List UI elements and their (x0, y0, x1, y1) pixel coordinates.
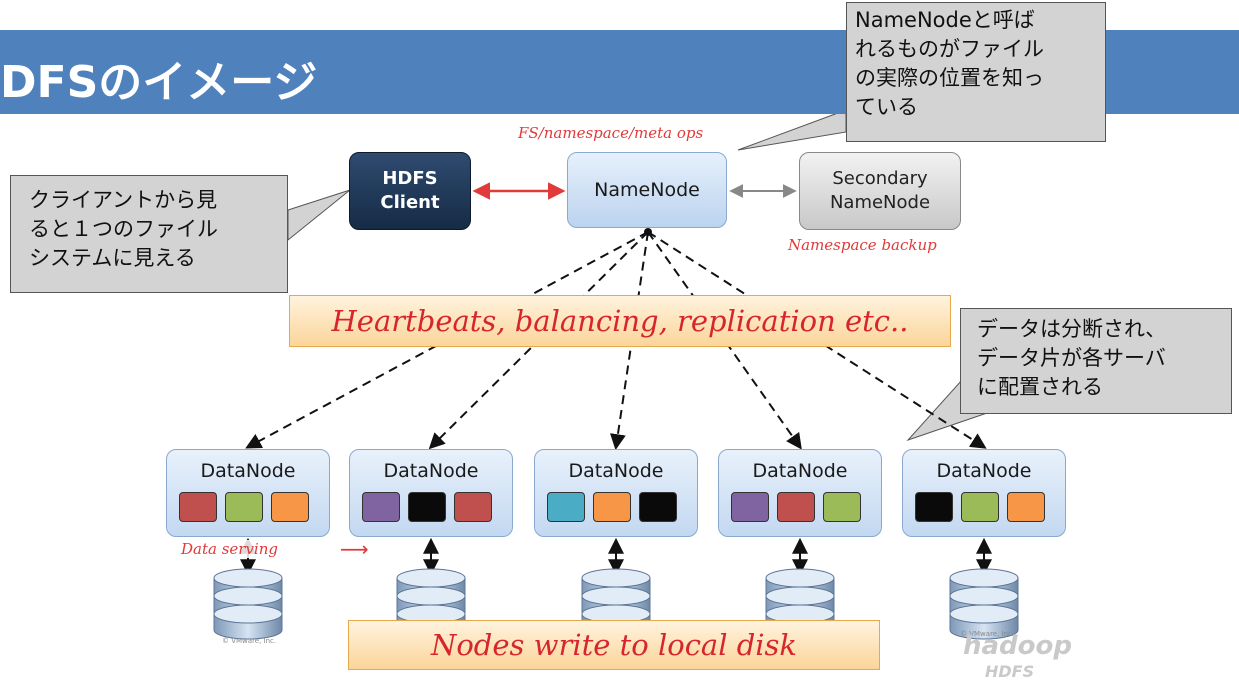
local-disk-band: Nodes write to local disk (348, 620, 880, 670)
data-block-purple (731, 492, 769, 522)
datanode-4[interactable]: DataNode (718, 449, 882, 537)
page-title: DFSのイメージ (0, 57, 318, 108)
data-block-black (408, 492, 446, 522)
datanode-label: DataNode (383, 460, 479, 482)
hadoop-logo-text: hadoop (963, 631, 1073, 661)
namenode-node[interactable]: NameNode (567, 152, 727, 228)
secondary-label-line1: Secondary (832, 168, 928, 189)
data-block-orange (593, 492, 631, 522)
vmware-watermark-2: © VMware, Inc. (960, 630, 1015, 638)
datanode-1[interactable]: DataNode (166, 449, 330, 537)
namenode-label: NameNode (594, 179, 700, 201)
data-blocks (362, 492, 492, 522)
data-block-red (777, 492, 815, 522)
data-blocks (547, 492, 677, 522)
hdfs-logo-text: HDFS (985, 662, 1035, 681)
disk-icon (765, 568, 835, 640)
vmware-watermark-1: © VMware, Inc. (222, 637, 277, 645)
callout-tail-client (287, 189, 351, 242)
datanode-label: DataNode (568, 460, 664, 482)
datanode-3[interactable]: DataNode (534, 449, 698, 537)
fs-namespace-label: FS/namespace/meta ops (518, 124, 704, 142)
data-block-teal (547, 492, 585, 522)
hdfs-client-node[interactable]: HDFS Client (349, 152, 471, 230)
secondary-namenode-node[interactable]: Secondary NameNode (799, 152, 961, 230)
namenode-hub-dot (644, 228, 652, 236)
disk-icon (949, 568, 1019, 640)
datanode-2[interactable]: DataNode (349, 449, 513, 537)
data-serving-arrow: ⟶ (340, 537, 369, 561)
data-block-green (961, 492, 999, 522)
heartbeat-band: Heartbeats, balancing, replication etc.. (289, 295, 951, 347)
client-label-line1: HDFS (382, 168, 438, 189)
datanode-label: DataNode (752, 460, 848, 482)
client-callout: クライアントから見 ると１つのファイル システムに見える (10, 175, 288, 293)
client-label-line2: Client (380, 192, 440, 213)
data-callout: データは分断され、 データ片が各サーバ に配置される (960, 308, 1232, 414)
secondary-label-line2: NameNode (829, 192, 931, 213)
namespace-backup-label: Namespace backup (788, 236, 937, 254)
disk-icon (213, 568, 283, 640)
namenode-callout: NameNodeと呼ば れるものがファイル の実際の位置を知っ ている (846, 2, 1106, 142)
data-blocks (179, 492, 309, 522)
data-block-black (639, 492, 677, 522)
data-block-red (454, 492, 492, 522)
data-block-red (179, 492, 217, 522)
data-block-purple (362, 492, 400, 522)
data-block-black (915, 492, 953, 522)
data-serving-label: Data serving (181, 540, 278, 558)
data-block-orange (1007, 492, 1045, 522)
data-blocks (731, 492, 861, 522)
datanode-5[interactable]: DataNode (902, 449, 1066, 537)
data-block-green (823, 492, 861, 522)
data-block-green (225, 492, 263, 522)
data-block-orange (271, 492, 309, 522)
data-blocks (915, 492, 1045, 522)
datanode-label: DataNode (936, 460, 1032, 482)
datanode-label: DataNode (200, 460, 296, 482)
